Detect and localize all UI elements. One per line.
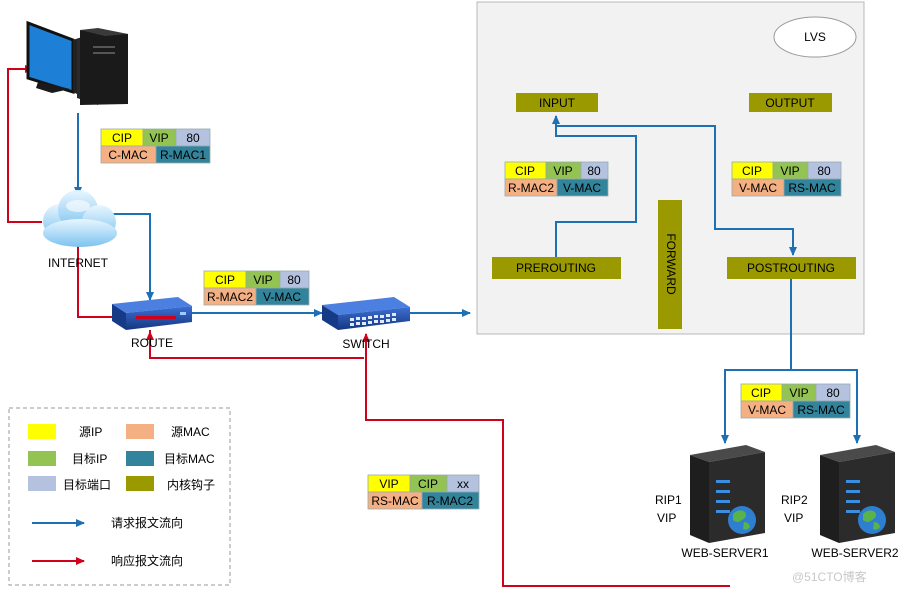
computer-icon	[26, 20, 128, 105]
legend: 源IP 源MAC 目标IP 目标MAC 目标端口 内核钩子 请求报文流向 响应报…	[8, 407, 231, 586]
hook-prerouting: PREROUTING	[492, 257, 621, 279]
server1-rip: RIP1	[655, 493, 682, 507]
packet-cell: V-MAC	[263, 290, 301, 304]
hook-prerouting-label: PREROUTING	[516, 261, 596, 275]
server2-rip: RIP2	[781, 493, 808, 507]
packet-cell: VIP	[253, 273, 272, 287]
route-label: ROUTE	[131, 336, 173, 350]
packet-cell: RS-MAC	[797, 403, 845, 417]
packet-cell: 80	[287, 273, 301, 287]
legend-dst-mac: 目标MAC	[164, 452, 215, 466]
packet-cell: RS-MAC	[371, 494, 419, 508]
packet-cell: V-MAC	[739, 181, 777, 195]
packet-cell: V-MAC	[748, 403, 786, 417]
packet-cell: VIP	[780, 164, 799, 178]
packet-cell: CIP	[418, 477, 438, 491]
packet-cell: 80	[817, 164, 831, 178]
response-flow	[7, 65, 730, 587]
legend-hook: 内核钩子	[167, 478, 215, 492]
packet-cell: VIP	[553, 164, 572, 178]
hook-forward: FORWARD	[658, 200, 682, 329]
legend-src-mac: 源MAC	[171, 425, 210, 439]
packet-cell: 80	[186, 131, 200, 145]
packet-client: CIP VIP 80 C-MAC R-MAC1	[100, 128, 211, 164]
packet-lvs-out: CIP VIP 80 V-MAC RS-MAC	[731, 161, 842, 197]
packet-cell: RS-MAC	[788, 181, 836, 195]
packet-to-server: CIP VIP 80 V-MAC RS-MAC	[740, 383, 851, 419]
packet-cell: VIP	[149, 131, 168, 145]
switch-label: SWITCH	[342, 337, 389, 351]
switch-icon	[322, 297, 410, 330]
hook-input-label: INPUT	[539, 96, 576, 110]
server1-label: WEB-SERVER1	[681, 546, 768, 560]
packet-cell: CIP	[742, 164, 762, 178]
packet-cell: VIP	[789, 386, 808, 400]
hook-postrouting: POSTROUTING	[727, 257, 856, 279]
packet-cell: R-MAC2	[427, 494, 473, 508]
packet-route-out: CIP VIP 80 R-MAC2 V-MAC	[203, 270, 310, 306]
packet-lvs-in: CIP VIP 80 R-MAC2 V-MAC	[504, 161, 609, 197]
server2-vip: VIP	[784, 511, 803, 525]
packet-cell: V-MAC	[563, 181, 601, 195]
packet-cell: CIP	[751, 386, 771, 400]
server1-vip: VIP	[657, 511, 676, 525]
packet-cell: R-MAC2	[207, 290, 253, 304]
server1-icon	[690, 445, 765, 543]
hook-postrouting-label: POSTROUTING	[747, 261, 835, 275]
packet-cell: R-MAC1	[160, 148, 206, 162]
legend-dst-port: 目标端口	[63, 478, 111, 492]
hook-forward-label: FORWARD	[664, 233, 678, 295]
internet-cloud-icon	[43, 190, 117, 247]
packet-cell: C-MAC	[108, 148, 148, 162]
packet-cell: VIP	[379, 477, 398, 491]
packet-cell: 80	[826, 386, 840, 400]
router-icon	[112, 297, 192, 330]
legend-src-ip: 源IP	[79, 425, 102, 439]
packet-cell: CIP	[112, 131, 132, 145]
lvs-title: LVS	[804, 30, 826, 44]
legend-request: 请求报文流向	[111, 515, 183, 530]
packet-cell: R-MAC2	[508, 181, 554, 195]
packet-cell: 80	[587, 164, 601, 178]
hook-input: INPUT	[516, 93, 598, 112]
hook-output-label: OUTPUT	[765, 96, 815, 110]
legend-dst-ip: 目标IP	[72, 452, 107, 466]
watermark: @51CTO博客	[792, 569, 867, 584]
packet-cell: CIP	[215, 273, 235, 287]
server2-label: WEB-SERVER2	[811, 546, 898, 560]
legend-response: 响应报文流向	[111, 553, 183, 568]
server2-icon	[820, 445, 895, 543]
request-flow	[74, 113, 861, 444]
packet-cell: CIP	[515, 164, 535, 178]
packet-cell: xx	[457, 477, 469, 491]
packet-reply: VIP CIP xx RS-MAC R-MAC2	[367, 474, 480, 510]
hook-output: OUTPUT	[749, 93, 832, 112]
internet-label: INTERNET	[48, 256, 109, 270]
